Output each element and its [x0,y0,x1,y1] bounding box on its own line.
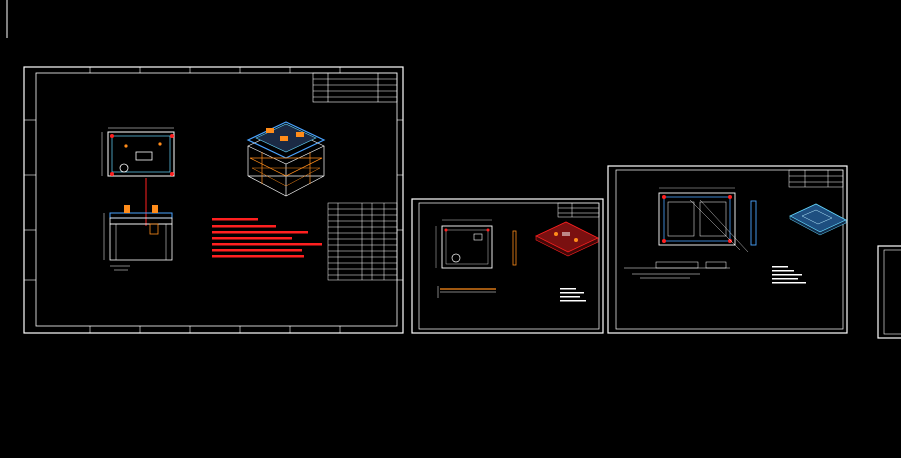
sheet-1-bom-table [327,202,398,281]
sheet-2-inner-border [418,202,600,330]
sheet-2-notes [560,288,586,302]
sheet-1-border-ticks [24,67,403,333]
drawing-sheet-3[interactable] [607,165,848,334]
drawing-sheet-2[interactable] [411,198,604,334]
sheet-1-isometric-assembly [246,121,326,197]
sheet-2-plate-view [435,219,493,269]
sheet-1-revision-table [312,72,398,103]
sheet-3-outer-border [607,165,848,334]
sheet-3-inner-border [615,169,844,330]
sheet-3-notes [772,266,806,284]
drawing-sheet-4[interactable] [877,245,901,339]
sheet-3-side-view [750,200,757,246]
sheet-1-front-view [103,205,173,271]
sheet-2-outer-border [411,198,604,334]
sheet-3-title-table [788,169,844,188]
sheet-2-isometric-plate [535,221,599,257]
sheet-3-plate-top-view [658,187,749,253]
sheet-2-section-view [437,286,496,298]
sheet-1-outer-border [23,66,404,334]
sheet-2-title-table [557,202,600,218]
sheet-2-side-view [512,230,517,266]
sheet-1-inner-border [35,72,398,327]
sheet-4-outer-border [877,245,901,339]
sheet-3-section-view [624,261,730,279]
drawing-sheet-1[interactable] [23,66,404,334]
sheet-1-top-view [101,127,175,226]
sheet-3-isometric-plate [789,203,847,236]
sheet-4-inner-border [883,249,901,335]
sheet-1-red-notes [212,218,322,258]
